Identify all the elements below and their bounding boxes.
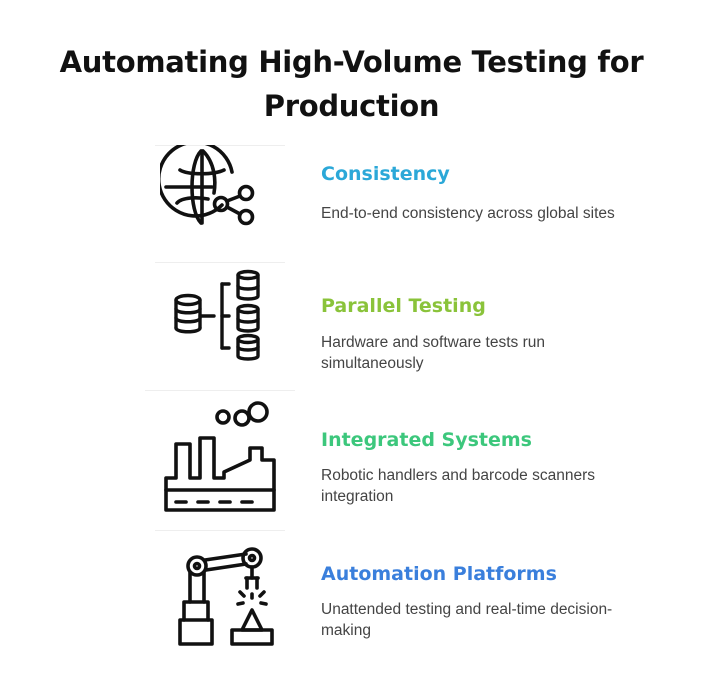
feature-integrated-systems: Integrated Systems Robotic handlers and … (0, 390, 703, 512)
feature-description: Robotic handlers and barcode scanners in… (321, 467, 596, 505)
feature-consistency: Consistency End-to-end consistency acros… (0, 145, 703, 255)
divider (155, 262, 285, 263)
factory-icon (160, 390, 285, 512)
divider (145, 390, 295, 391)
globe-share-icon (160, 145, 285, 250)
database-parallel-icon (160, 262, 285, 367)
feature-description: Hardware and software tests run simultan… (321, 334, 545, 372)
feature-heading: Integrated Systems (321, 429, 532, 451)
divider (155, 145, 285, 146)
feature-heading: Parallel Testing (321, 295, 486, 317)
feature-heading: Consistency (321, 163, 450, 185)
robotic-arm-icon (160, 530, 285, 646)
feature-description: Unattended testing and real-time decisio… (321, 601, 613, 639)
feature-parallel-testing: Parallel Testing Hardware and software t… (0, 262, 703, 372)
page-title: Automating High-Volume Testing for Produ… (59, 45, 644, 123)
feature-automation-platforms: Automation Platforms Unattended testing … (0, 530, 703, 646)
feature-description: End-to-end consistency across global sit… (321, 205, 615, 222)
divider (155, 530, 285, 531)
feature-heading: Automation Platforms (321, 563, 557, 585)
